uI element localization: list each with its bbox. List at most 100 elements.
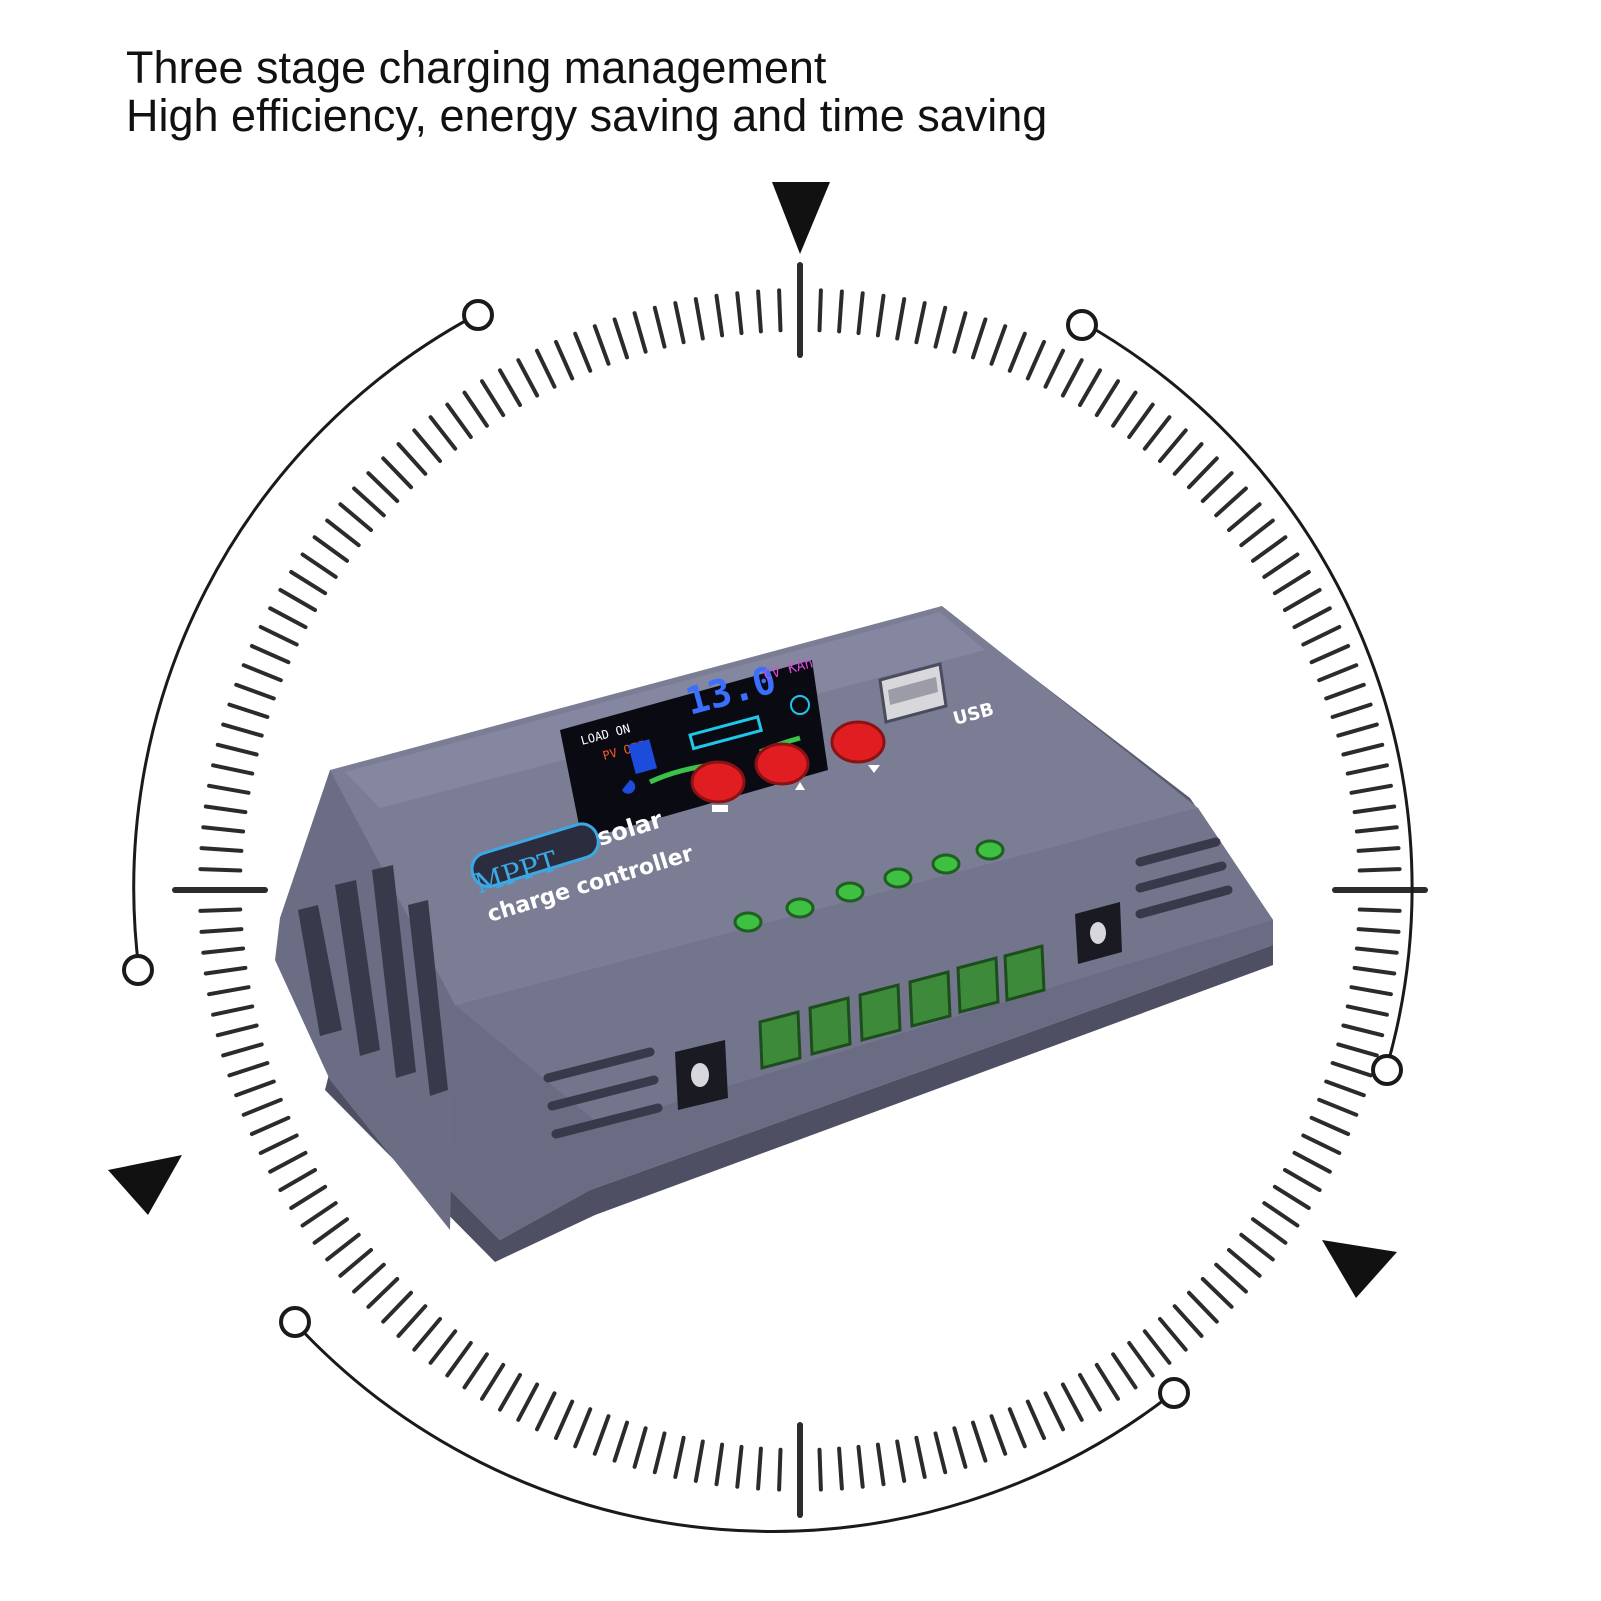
minor-tick — [1127, 1341, 1155, 1378]
minor-tick — [498, 368, 522, 407]
minor-tick — [777, 1447, 783, 1492]
minor-tick — [211, 1004, 255, 1017]
minor-tick — [1142, 1329, 1172, 1365]
dc-jack-left[interactable] — [675, 1040, 728, 1110]
minor-tick — [462, 390, 489, 428]
terminal-block[interactable] — [758, 1010, 802, 1070]
minor-tick — [777, 288, 783, 333]
minor-tick — [1094, 1362, 1120, 1401]
down-arrow-icon — [868, 765, 880, 773]
minor-tick — [366, 1277, 400, 1309]
minor-tick — [1356, 846, 1401, 853]
minor-tick — [325, 518, 361, 548]
minor-tick — [1341, 1023, 1385, 1038]
triangle-marker-icon — [108, 1155, 182, 1215]
minor-tick — [735, 1444, 744, 1489]
terminal-block[interactable] — [956, 956, 1000, 1014]
minor-tick — [1357, 867, 1402, 873]
minor-tick — [1060, 358, 1084, 398]
minor-tick — [1227, 502, 1262, 532]
minor-tick — [1060, 1382, 1084, 1422]
terminal-block[interactable] — [858, 983, 902, 1042]
minor-tick — [1200, 1277, 1234, 1309]
minor-tick — [312, 535, 349, 563]
minor-tick — [971, 1420, 988, 1463]
minor-tick — [198, 867, 243, 873]
status-led — [835, 881, 865, 903]
minor-tick — [1025, 339, 1046, 381]
headline-line-2: High efficiency, energy saving and time … — [126, 90, 1048, 141]
terminal-block[interactable] — [908, 970, 952, 1028]
minor-tick — [1078, 368, 1102, 407]
minor-tick — [201, 825, 246, 834]
minor-tick — [1354, 946, 1399, 955]
minor-tick — [258, 1133, 299, 1155]
minor-tick — [338, 502, 373, 532]
minor-tick — [1292, 1150, 1332, 1174]
dc-jack-right[interactable] — [1075, 902, 1122, 964]
minor-tick — [1309, 1115, 1351, 1136]
ring-node-icon — [279, 1306, 311, 1338]
down-button[interactable] — [830, 720, 886, 773]
minor-tick — [1345, 763, 1389, 776]
minor-tick — [632, 311, 648, 354]
minor-tick — [412, 1317, 442, 1352]
up-button[interactable] — [754, 742, 810, 790]
minor-tick — [381, 456, 413, 490]
minor-tick — [1239, 1232, 1275, 1262]
triangle-marker-icon — [1322, 1240, 1397, 1298]
minor-tick — [1007, 331, 1027, 373]
bottom-vents — [543, 1047, 663, 1139]
minor-tick — [352, 1262, 386, 1294]
minor-tick — [756, 289, 763, 334]
minor-tick — [856, 291, 865, 336]
minor-tick — [693, 297, 705, 341]
minor-tick — [1025, 1399, 1046, 1441]
minor-tick — [203, 804, 248, 815]
minor-tick — [445, 1341, 473, 1378]
minor-tick — [933, 305, 948, 349]
minor-tick — [300, 1201, 338, 1228]
minor-tick — [199, 927, 244, 934]
minor-tick — [1324, 1079, 1366, 1098]
minor-tick — [1352, 965, 1397, 976]
minor-tick — [652, 1431, 667, 1475]
minor-tick — [201, 946, 246, 955]
minor-tick — [573, 331, 593, 373]
minor-tick — [516, 1382, 540, 1422]
minor-tick — [1301, 625, 1342, 647]
minor-tick — [693, 1439, 705, 1483]
minor-tick — [1094, 379, 1120, 418]
minor-tick — [1317, 1097, 1359, 1117]
minor-tick — [249, 644, 291, 665]
minor-tick — [1309, 644, 1351, 665]
minor-tick — [207, 985, 251, 997]
minor-tick — [837, 1446, 844, 1491]
minor-tick — [1127, 402, 1155, 439]
minor-tick — [221, 722, 264, 738]
minor-tick — [817, 288, 823, 333]
minor-tick — [632, 1426, 648, 1469]
status-led — [975, 839, 1005, 861]
left-vents — [298, 865, 448, 1096]
minor-tick — [914, 1435, 927, 1479]
minor-tick — [1158, 428, 1188, 463]
terminal-block[interactable] — [1003, 944, 1046, 1002]
minor-tick — [1283, 1168, 1322, 1192]
minor-tick — [612, 317, 629, 360]
ring-node-icon — [1066, 309, 1098, 341]
terminal-block[interactable] — [808, 996, 852, 1056]
minor-tick — [1354, 825, 1399, 834]
minor-tick — [268, 606, 308, 630]
minor-tick — [837, 289, 844, 334]
minor-tick — [535, 1391, 557, 1432]
minor-tick — [1043, 1391, 1065, 1432]
minor-tick — [1078, 1373, 1102, 1412]
ring-node-icon — [122, 954, 154, 986]
minor-tick — [278, 588, 317, 612]
menu-button[interactable] — [690, 760, 746, 812]
minor-tick — [875, 1442, 886, 1487]
device-top-face — [300, 606, 1198, 1005]
status-led — [733, 911, 763, 933]
minor-tick — [1043, 348, 1065, 389]
